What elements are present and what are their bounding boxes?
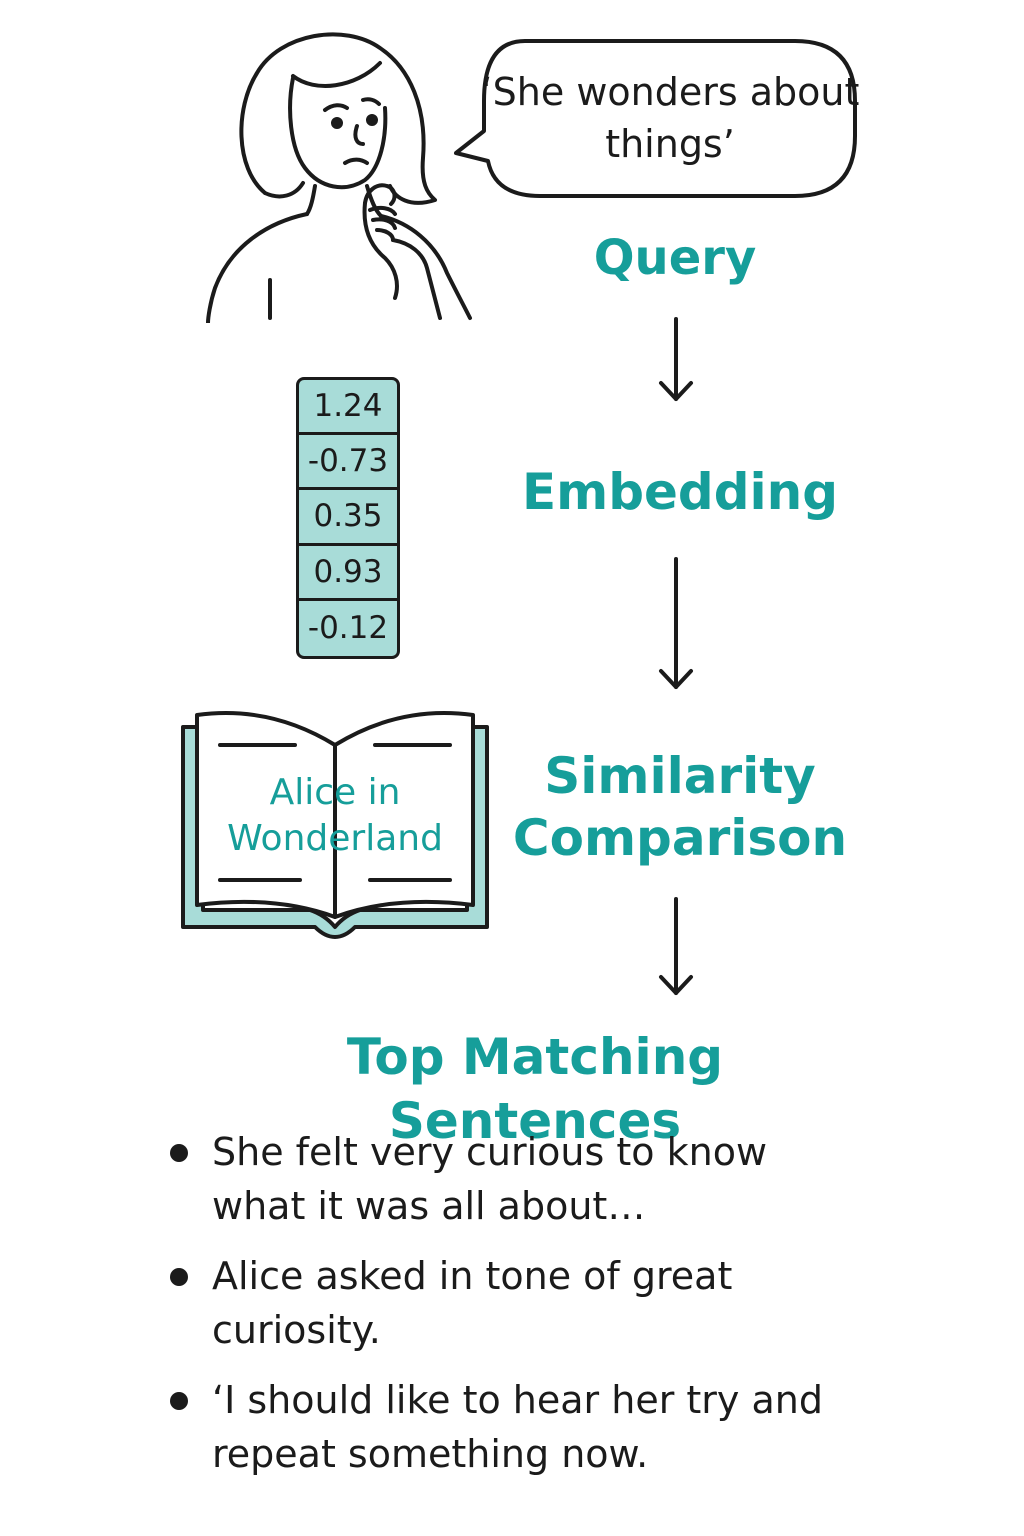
- down-arrow-icon: [656, 555, 696, 695]
- vector-cell: -0.73: [299, 435, 397, 491]
- embedding-label: Embedding: [521, 463, 839, 521]
- vector-cell: 1.24: [299, 380, 397, 436]
- book-title: Alice in Wonderland: [227, 772, 443, 859]
- open-book-icon: [181, 711, 489, 939]
- top-matching-sentences-label: Top Matching Sentences: [346, 1028, 724, 1150]
- vector-cell: -0.12: [307, 610, 389, 647]
- bullet-icon: [170, 1392, 188, 1410]
- vector-cell: 0.93: [299, 546, 397, 601]
- result-list: She felt very curious to know what it wa…: [160, 1125, 880, 1497]
- thinking-woman-illustration: [195, 18, 480, 325]
- open-book: Alice in Wonderland: [175, 705, 495, 945]
- embedding-vector: 1.24 -0.73 0.35 0.93 -0.12: [296, 377, 400, 659]
- list-item: ‘I should like to hear her try and repea…: [160, 1373, 880, 1481]
- list-item: Alice asked in tone of great curiosity.: [160, 1249, 880, 1357]
- bullet-icon: [170, 1268, 188, 1286]
- speech-bubble: ‘She wonders about things’: [450, 36, 860, 201]
- vector-cell: 0.35: [299, 490, 397, 546]
- query-text: ‘She wonders about things’: [480, 70, 860, 166]
- speech-bubble-icon: [454, 39, 857, 198]
- query-label: Query: [593, 230, 757, 286]
- result-text: She felt very curious to know what it wa…: [212, 1130, 768, 1228]
- result-text: Alice asked in tone of great curiosity.: [212, 1254, 733, 1352]
- result-text: ‘I should like to hear her try and repea…: [212, 1378, 823, 1476]
- down-arrow-icon: [656, 895, 696, 1000]
- down-arrow-icon: [656, 315, 696, 405]
- list-item: She felt very curious to know what it wa…: [160, 1125, 880, 1233]
- bullet-icon: [170, 1144, 188, 1162]
- similarity-comparison-label: Similarity Comparison: [512, 747, 848, 867]
